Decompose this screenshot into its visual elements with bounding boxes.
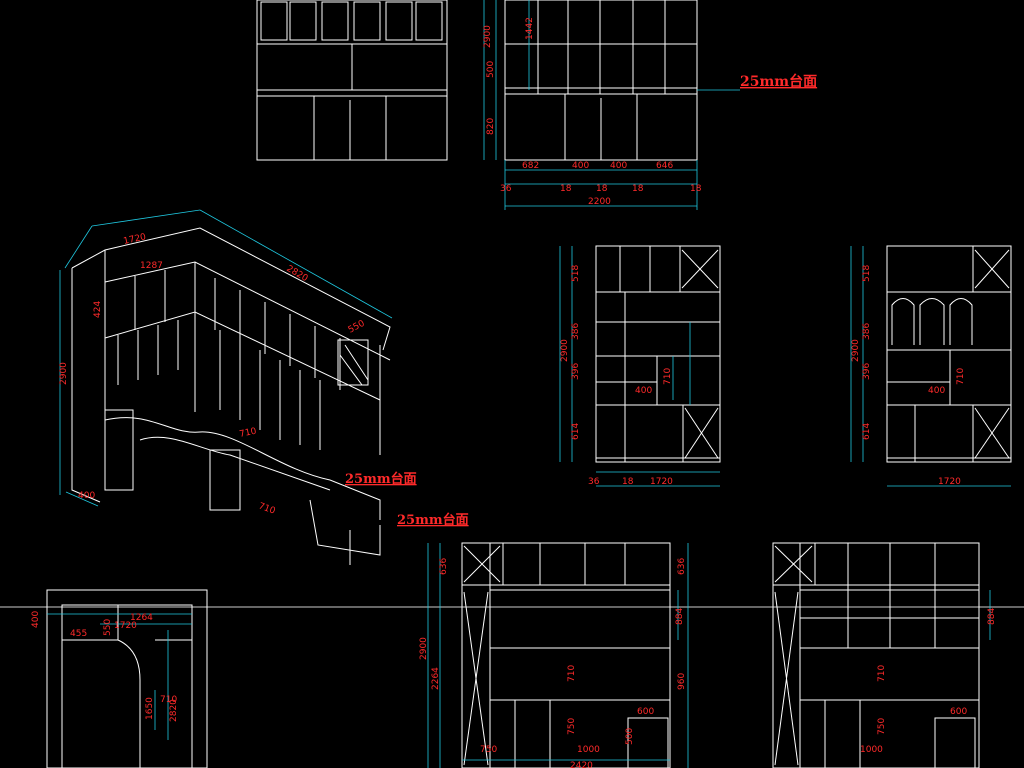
elevation-top-dimensioned: 2900 1442 500 820 682 400 400 646 36 18 … <box>483 0 817 210</box>
dim-width-2: 400 <box>572 161 589 171</box>
front-b-dim-4: 600 <box>950 707 967 717</box>
dim-width-4: 646 <box>656 161 673 171</box>
side-a-w2: 18 <box>622 477 634 487</box>
dim-width-1: 682 <box>522 161 539 171</box>
iso-dim-7: 710 <box>239 427 258 440</box>
side-b-width: 1720 <box>938 477 961 487</box>
dim-height-lower: 820 <box>486 118 496 135</box>
countertop-note-top: 25mm台面 <box>740 73 817 90</box>
side-a-h2: 386 <box>571 323 581 340</box>
iso-dim-6: 550 <box>347 319 367 336</box>
iso-dim-2: 1287 <box>140 261 163 271</box>
front-a-dim-2: 2900 <box>419 637 429 660</box>
side-a-w-400: 400 <box>635 386 652 396</box>
dim-width-3: 400 <box>610 161 627 171</box>
front-a-dim-6: 710 <box>567 665 577 682</box>
iso-dim-5: 2900 <box>59 362 69 385</box>
front-a-dim-4: 636 <box>677 558 687 575</box>
side-a-h1: 518 <box>571 265 581 282</box>
side-a-h4: 614 <box>571 423 581 440</box>
plan-dim-3: 1720 <box>114 621 137 631</box>
front-a-dim-5: 884 <box>675 608 685 625</box>
side-elevation-a: 2900 518 386 396 614 710 400 36 18 1720 <box>559 245 721 487</box>
front-b-dim-3: 750 <box>877 718 887 735</box>
side-a-h3: 396 <box>571 363 581 380</box>
dim-gap-1: 36 <box>500 184 512 194</box>
plan-view: 400 1264 1720 455 550 710 1650 2820 <box>31 589 208 768</box>
plan-dim-1: 400 <box>31 611 41 628</box>
side-elevation-b: 2900 518 386 396 614 710 400 1720 <box>850 245 1012 487</box>
side-b-h2: 386 <box>862 323 872 340</box>
plan-dim-8: 2820 <box>169 699 179 722</box>
side-a-height-total: 2900 <box>560 339 570 362</box>
plan-dim-5: 550 <box>103 619 113 636</box>
plan-dim-2: 1264 <box>130 613 153 623</box>
side-b-h4: 614 <box>862 423 872 440</box>
front-a-dim-7: 960 <box>677 673 687 690</box>
side-b-h5: 710 <box>956 368 966 385</box>
front-a-dim-1: 636 <box>439 558 449 575</box>
elevation-top-left <box>256 0 448 161</box>
front-a-dim-10: 600 <box>637 707 654 717</box>
front-b-dim-5: 1000 <box>860 745 883 755</box>
side-b-height-total: 2900 <box>851 339 861 362</box>
front-a-dim-8: 750 <box>567 718 577 735</box>
dim-gap-2: 18 <box>560 184 572 194</box>
side-b-w-400: 400 <box>928 386 945 396</box>
side-a-w3: 1720 <box>650 477 673 487</box>
front-a-dim-12: 750 <box>480 745 497 755</box>
iso-dim-3: 2820 <box>285 264 310 284</box>
dim-gap-4: 18 <box>632 184 644 194</box>
plan-dim-7: 1650 <box>145 697 155 720</box>
countertop-note-iso-1: 25mm台面 <box>345 471 417 487</box>
side-a-h5: 710 <box>663 368 673 385</box>
dim-total-width: 2200 <box>588 197 611 207</box>
countertop-note-iso-2: 25mm台面 <box>397 512 469 528</box>
plan-dim-6: 710 <box>160 695 177 705</box>
dim-height-mid: 500 <box>486 61 496 78</box>
dim-height-upper: 1442 <box>525 17 535 40</box>
isometric-view: 1720 1287 2820 424 2900 550 710 710 400 … <box>59 209 469 565</box>
dim-gap-5: 18 <box>690 184 702 194</box>
front-a-dim-3: 2264 <box>431 667 441 690</box>
front-b-dim-1: 884 <box>987 608 997 625</box>
front-b-dim-2: 710 <box>877 665 887 682</box>
dim-gap-3: 18 <box>596 184 608 194</box>
front-elevation-bottom-b: 884 710 750 600 1000 <box>772 542 997 768</box>
iso-dim-4: 424 <box>93 301 103 318</box>
side-a-w1: 36 <box>588 477 600 487</box>
dim-height-total: 2900 <box>483 25 493 48</box>
side-b-h1: 518 <box>862 265 872 282</box>
front-a-dim-13: 2420 <box>570 761 593 768</box>
side-b-h3: 396 <box>862 363 872 380</box>
plan-dim-4: 455 <box>70 629 87 639</box>
iso-dim-1: 1720 <box>123 232 148 247</box>
iso-dim-9: 400 <box>78 491 95 501</box>
front-elevation-bottom-a: 636 2900 2264 636 884 710 960 750 500 60… <box>419 542 689 768</box>
iso-dim-8: 710 <box>257 501 277 516</box>
front-a-dim-11: 1000 <box>577 745 600 755</box>
front-a-dim-9: 500 <box>625 728 635 745</box>
